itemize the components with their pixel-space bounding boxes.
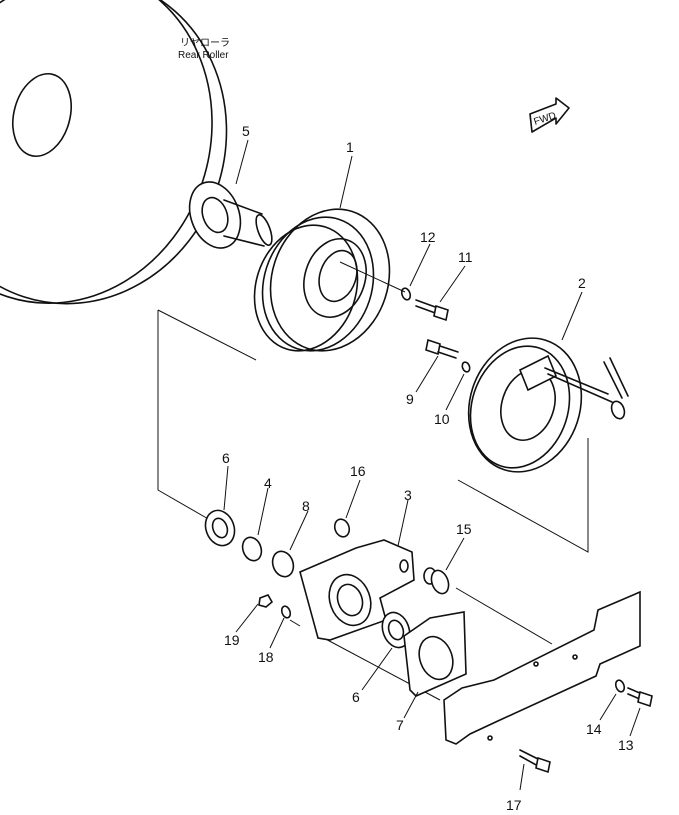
- rear-roller-caption-jp: リヤローラ: [180, 37, 230, 49]
- part-10-washer: [461, 361, 471, 373]
- callout-18: 18: [258, 649, 274, 665]
- part-1-drum: [253, 208, 391, 352]
- fwd-arrow-icon: FWD: [529, 97, 570, 133]
- callout-17: 17: [506, 797, 522, 813]
- base-plate: [443, 590, 641, 745]
- callout-9: 9: [406, 391, 414, 407]
- callout-5: 5: [242, 123, 250, 139]
- rear-roller-caption-en: Rear Roller: [178, 50, 229, 61]
- callout-14: 14: [586, 721, 602, 737]
- callout-10: 10: [434, 411, 450, 427]
- part-14-washer: [614, 679, 626, 693]
- callout-1: 1: [346, 139, 354, 155]
- part-4-snap-ring: [241, 536, 263, 562]
- callout-13: 13: [618, 737, 634, 753]
- part-9-bolt: [425, 338, 459, 359]
- part-6-bearing-lower: [381, 611, 411, 649]
- callout-12: 12: [420, 229, 436, 245]
- callout-3: 3: [404, 487, 412, 503]
- part-2-brake-plate: [467, 337, 629, 473]
- callout-leaders: [223, 139, 641, 791]
- part-number-callouts: 1 2 3 4 5 6 6 7 8 9 10 11 12 13 14 15 16…: [222, 123, 634, 813]
- callout-11: 11: [458, 249, 473, 265]
- callout-19: 19: [224, 632, 240, 648]
- part-15-pin: [423, 567, 450, 595]
- part-5-flanged-shaft: [188, 181, 273, 249]
- callout-16: 16: [350, 463, 366, 479]
- part-19-nut: [258, 594, 274, 608]
- part-17-bolt: [519, 749, 551, 774]
- callout-6-lower: 6: [352, 689, 360, 705]
- part-18-washer: [280, 605, 292, 619]
- callout-7: 7: [396, 717, 404, 733]
- part-11-bolt: [415, 299, 449, 322]
- part-3-bracket: [299, 539, 415, 641]
- part-6-bearing-upper: [204, 509, 236, 547]
- leader-drum-to-washer: [339, 261, 406, 293]
- part-8-ring: [271, 550, 295, 578]
- part-7-flange-housing: [403, 611, 467, 697]
- part-13-bolt: [627, 687, 653, 708]
- part-12-washer: [400, 287, 412, 301]
- part-16-snap-ring: [333, 518, 351, 538]
- callout-6-upper: 6: [222, 450, 230, 466]
- callout-4: 4: [264, 475, 272, 491]
- callout-8: 8: [302, 498, 310, 514]
- callout-2: 2: [578, 275, 586, 291]
- callout-15: 15: [456, 521, 472, 537]
